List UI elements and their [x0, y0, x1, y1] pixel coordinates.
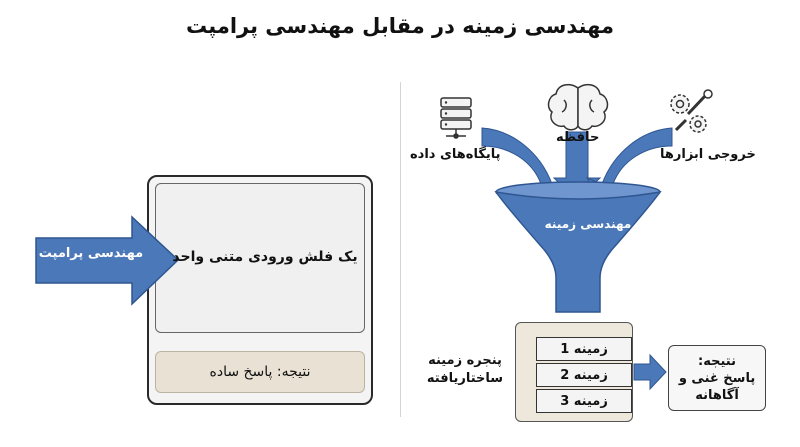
prompt-document-card: نتیجه: پاسخ ساده	[147, 175, 373, 405]
context-item-3: زمینه 3	[536, 389, 632, 413]
context-item-1: زمینه 1	[536, 337, 632, 361]
rich-result-box: نتیجه: پاسخ غنی و آگاهانه	[668, 345, 766, 411]
source-label-tools: خروجی ابزارها	[660, 147, 756, 162]
result-arrow	[633, 353, 667, 391]
database-icon	[440, 97, 472, 139]
structured-window-label: پنجره زمینه ساختاریافته	[426, 353, 504, 386]
brain-icon	[547, 83, 609, 131]
prompt-input-area	[155, 183, 365, 333]
source-label-database: پایگاه‌های داده	[410, 147, 501, 162]
diagram-title: مهندسی زمینه در مقابل مهندسی پرامپت	[186, 14, 614, 38]
single-input-text: یک فلش ورودی متنی واحد	[172, 249, 358, 265]
gears-wrench-icon	[670, 89, 713, 133]
funnel-body	[494, 190, 662, 313]
prompt-arrow-label: مهندسی پرامپت	[38, 246, 144, 261]
context-window-box: زمینه 1 زمینه 2 زمینه 3	[515, 322, 633, 422]
prompt-arrow	[35, 215, 180, 306]
simple-result-box: نتیجه: پاسخ ساده	[155, 351, 365, 393]
context-item-2: زمینه 2	[536, 363, 632, 387]
center-divider	[400, 82, 401, 417]
source-label-memory: حافظه	[556, 130, 600, 145]
funnel-label: مهندسی زمینه	[544, 217, 632, 231]
